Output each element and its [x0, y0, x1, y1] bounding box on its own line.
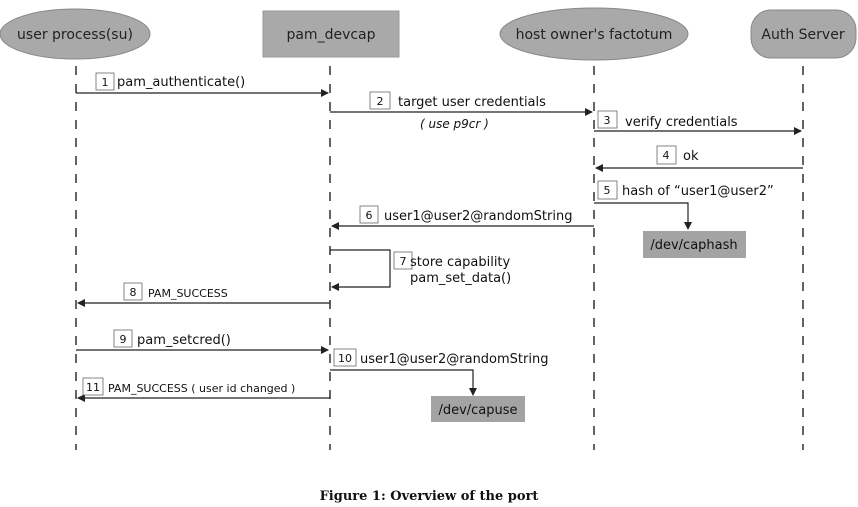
step-number: 6 [366, 209, 373, 222]
message-4: 4 ok [595, 145, 803, 172]
message-label: user1@user2@randomString [360, 352, 548, 367]
message-label: pam_setcred() [137, 333, 231, 348]
message-label: target user credentials [398, 95, 546, 110]
message-8: 8 PAM_SUCCESS [77, 282, 330, 307]
step-number: 2 [377, 95, 384, 108]
message-3: 3 verify credentials [594, 110, 802, 135]
message-7: 7 store capability pam_set_data() [330, 249, 511, 291]
step-number: 3 [604, 114, 611, 127]
step-number: 1 [102, 76, 109, 89]
store-capuse: /dev/capuse [431, 396, 525, 422]
message-2: 2 target user credentials ( use p9cr ) [330, 91, 593, 131]
actor-factotum: host owner's factotum [499, 7, 689, 61]
actor-label: host owner's factotum [516, 27, 673, 43]
step-number: 7 [400, 255, 407, 268]
message-11: 11 PAM_SUCCESS ( user id changed ) [77, 377, 330, 402]
message-9: 9 pam_setcred() [76, 329, 329, 354]
step-number: 5 [604, 184, 611, 197]
step-number: 9 [120, 333, 127, 346]
message-10: 10 user1@user2@randomString [330, 348, 548, 396]
message-label-2: pam_set_data() [410, 271, 511, 286]
step-number: 11 [86, 381, 100, 394]
actor-label: Auth Server [761, 27, 844, 43]
message-label: hash of “user1@user2” [622, 184, 774, 199]
actor-pam-devcap: pam_devcap [262, 10, 400, 58]
message-label: user1@user2@randomString [384, 209, 572, 224]
message-label: verify credentials [625, 115, 738, 130]
store-label: /dev/capuse [438, 403, 517, 418]
message-label: PAM_SUCCESS ( user id changed ) [108, 382, 295, 395]
store-caphash: /dev/caphash [643, 231, 746, 258]
message-label: ok [683, 149, 699, 164]
step-number: 8 [130, 286, 137, 299]
message-label: PAM_SUCCESS [148, 287, 228, 300]
message-6: 6 user1@user2@randomString [331, 205, 594, 230]
store-label: /dev/caphash [650, 238, 737, 253]
message-note: ( use p9cr ) [420, 117, 489, 131]
message-1: 1 pam_authenticate() [76, 72, 329, 97]
message-label: store capability [410, 255, 511, 270]
actor-label: user process(su) [17, 27, 133, 43]
actor-auth-server: Auth Server [750, 9, 857, 59]
message-5: 5 hash of “user1@user2” [594, 180, 774, 230]
figure-caption: Figure 1: Overview of the port [320, 489, 539, 504]
message-label: pam_authenticate() [117, 75, 245, 90]
actor-user-process: user process(su) [0, 8, 151, 60]
step-number: 10 [338, 352, 352, 365]
step-number: 4 [663, 149, 670, 162]
actor-label: pam_devcap [286, 27, 375, 43]
